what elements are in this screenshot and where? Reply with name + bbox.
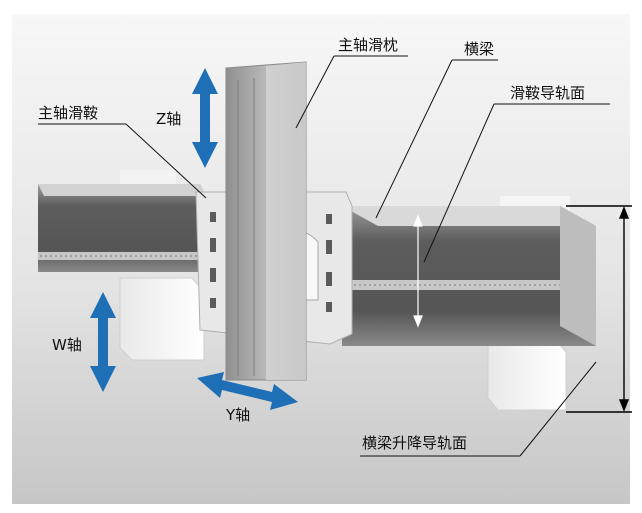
crossbeam-height-marker (413, 214, 423, 328)
label-w-axis: W轴 (52, 336, 82, 354)
crossbeam-left (38, 184, 206, 272)
crossbeam-right (342, 206, 596, 346)
label-saddle-guide: 滑鞍导轨面 (510, 84, 585, 102)
z-axis-arrow (192, 68, 218, 168)
leader-lines (38, 55, 610, 457)
label-y-axis: Y轴 (225, 406, 250, 424)
label-spindle-saddle: 主轴滑鞍 (38, 104, 98, 122)
lift-guide-dimension (566, 205, 632, 413)
w-axis-arrow (90, 292, 116, 392)
label-crossbeam: 横梁 (464, 40, 494, 58)
y-axis-arrow (197, 372, 298, 410)
label-crossbeam-lift-guide: 横梁升降导轨面 (362, 434, 467, 452)
label-spindle-ram: 主轴滑枕 (338, 36, 398, 54)
label-z-axis: Z轴 (156, 110, 181, 128)
spindle-ram (225, 61, 307, 381)
